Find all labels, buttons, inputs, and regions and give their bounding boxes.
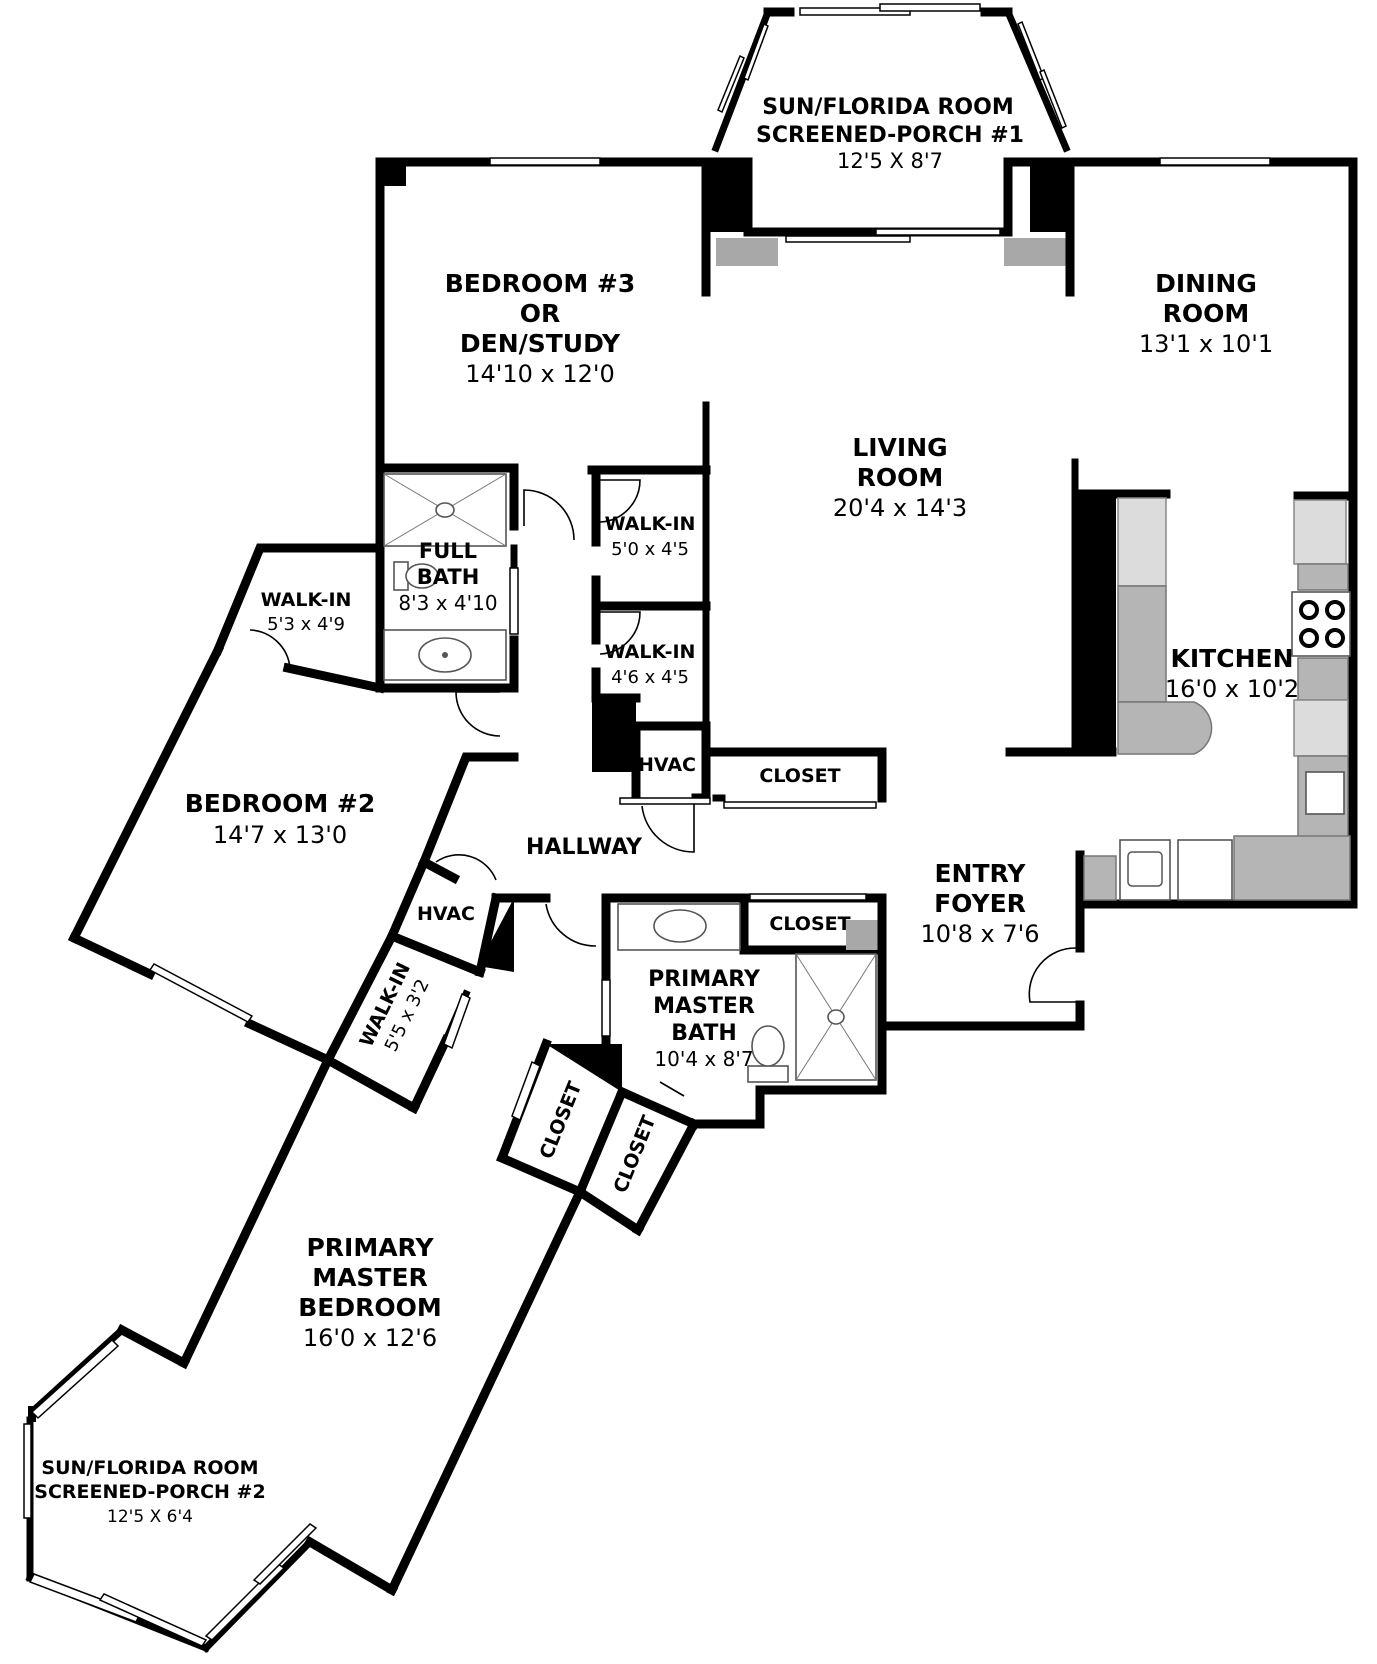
room-entry-foyer: ENTRY FOYER 10'8 x 7'6 — [920, 859, 1039, 948]
room-name-line: BATH — [671, 1021, 737, 1046]
room-name-line: CLOSET — [610, 1113, 661, 1197]
room-dimensions: 13'1 x 10'1 — [1139, 330, 1273, 358]
room-name-line: BEDROOM — [298, 1293, 442, 1322]
room-name-line: BATH — [417, 565, 480, 589]
room-dimensions: 5'3 x 4'9 — [267, 614, 345, 635]
room-dimensions: 20'4 x 14'3 — [833, 494, 967, 522]
room-dining: DINING ROOM 13'1 x 10'1 — [1139, 269, 1273, 358]
room-walk-in-2: WALK-IN 4'6 x 4'5 — [605, 641, 696, 688]
room-dimensions: 14'7 x 13'0 — [213, 821, 347, 849]
room-name-line: ENTRY — [934, 859, 1026, 888]
room-name-line: WALK-IN — [261, 589, 352, 611]
room-walk-in-bedroom-2: WALK-IN 5'3 x 4'9 — [261, 589, 352, 635]
room-name-line: PRIMARY — [306, 1233, 434, 1262]
room-name-line: MASTER — [653, 994, 755, 1019]
room-name-line: DINING — [1155, 269, 1257, 298]
room-name-line: ROOM — [857, 463, 944, 492]
room-hallway: HALLWAY — [526, 835, 643, 860]
room-master-bath: PRIMARY MASTER BATH 10'4 x 8'7 — [648, 967, 761, 1071]
room-bedroom-2: BEDROOM #2 14'7 x 13'0 — [185, 789, 376, 849]
room-name-line: FOYER — [934, 889, 1026, 918]
room-dimensions: 16'0 x 10'2 — [1165, 675, 1299, 703]
room-dimensions: 8'3 x 4'10 — [398, 591, 497, 615]
room-name-line: KITCHEN — [1171, 644, 1294, 673]
room-dimensions: 12'5 X 6'4 — [107, 1507, 193, 1527]
room-sun-room-1: SUN/FLORIDA ROOM SCREENED-PORCH #1 12'5 … — [756, 95, 1024, 173]
room-dimensions: 5'0 x 4'5 — [611, 539, 689, 560]
room-name-line: MASTER — [312, 1263, 428, 1292]
room-name-line: HVAC — [638, 754, 696, 776]
room-name-line: SUN/FLORIDA ROOM — [41, 1457, 258, 1479]
room-living: LIVING ROOM 20'4 x 14'3 — [833, 433, 967, 522]
room-name-line: CLOSET — [759, 765, 840, 787]
room-name-line: HVAC — [417, 903, 475, 925]
room-dimensions: 14'10 x 12'0 — [465, 360, 615, 388]
room-name-line: OR — [520, 299, 561, 328]
room-dimensions: 4'6 x 4'5 — [611, 667, 689, 688]
room-name-line: DEN/STUDY — [460, 329, 621, 358]
windows — [23, 3, 1271, 1647]
room-bedroom-3: BEDROOM #3 OR DEN/STUDY 14'10 x 12'0 — [445, 269, 636, 388]
room-name-line: SCREENED-PORCH #2 — [34, 1481, 265, 1503]
walls — [25, 7, 1358, 1653]
fixtures — [383, 473, 1351, 1083]
room-name-line: WALK-IN — [605, 641, 696, 663]
room-name-line: ROOM — [1163, 299, 1250, 328]
room-walk-in-1: WALK-IN 5'0 x 4'5 — [605, 513, 696, 560]
room-name-line: HALLWAY — [526, 835, 643, 860]
room-kitchen: KITCHEN 16'0 x 10'2 — [1165, 644, 1299, 703]
room-dimensions: 16'0 x 12'6 — [303, 1324, 437, 1352]
room-closet-bath: CLOSET — [769, 913, 850, 935]
room-closet-hall: CLOSET — [759, 765, 840, 787]
room-name-line: CLOSET — [769, 913, 850, 935]
room-name-line: FULL — [419, 539, 477, 563]
room-sun-room-2: SUN/FLORIDA ROOM SCREENED-PORCH #2 12'5 … — [34, 1457, 265, 1527]
room-master-bedroom: PRIMARY MASTER BEDROOM 16'0 x 12'6 — [298, 1233, 442, 1352]
room-name-line: BEDROOM #3 — [445, 269, 636, 298]
room-name-line: LIVING — [852, 433, 947, 462]
room-full-bath: FULL BATH 8'3 x 4'10 — [398, 539, 497, 615]
room-hvac-1: HVAC — [638, 754, 696, 776]
doors — [249, 479, 1077, 1097]
room-name-line: SUN/FLORIDA ROOM — [762, 95, 1013, 120]
room-hvac-2: HVAC — [417, 903, 475, 925]
room-labels: SUN/FLORIDA ROOM SCREENED-PORCH #1 12'5 … — [34, 95, 1299, 1527]
room-name-line: BEDROOM #2 — [185, 789, 376, 818]
room-dimensions: 12'5 X 8'7 — [837, 149, 943, 173]
room-dimensions: 10'8 x 7'6 — [920, 920, 1039, 948]
room-name-line: WALK-IN — [605, 513, 696, 535]
room-closet-master-1: CLOSET — [536, 1079, 587, 1163]
room-dimensions: 10'4 x 8'7 — [654, 1047, 753, 1071]
room-closet-master-2: CLOSET — [610, 1113, 661, 1197]
room-name-line: PRIMARY — [648, 967, 761, 992]
room-name-line: SCREENED-PORCH #1 — [756, 123, 1024, 148]
room-name-line: CLOSET — [536, 1079, 587, 1163]
